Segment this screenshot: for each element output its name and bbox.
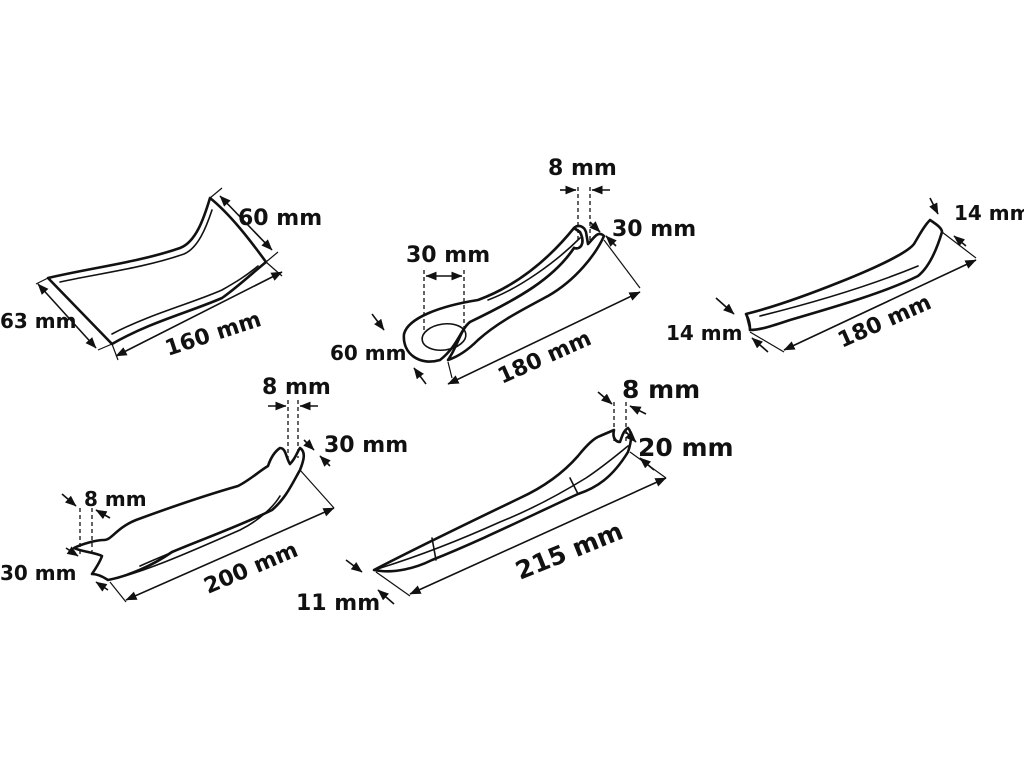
fork-left-end-label: 30 mm xyxy=(0,561,76,585)
eye-notch-label: 8 mm xyxy=(548,156,617,181)
flat-blade-tool: 14 mm 14 mm 180 mm xyxy=(666,197,1024,353)
long-fork-width-label: 20 mm xyxy=(638,433,734,462)
long-fork-length-dim xyxy=(409,477,667,595)
scraper-length-dim xyxy=(115,271,283,357)
fork-left-notch-label: 8 mm xyxy=(84,487,147,511)
eye-tip-label: 30 mm xyxy=(612,217,696,242)
scraper-height-dim xyxy=(37,283,97,349)
scraper-width-dim xyxy=(219,195,273,251)
fork-right-end-label: 30 mm xyxy=(324,433,408,458)
blade-length-dim xyxy=(783,259,977,351)
fork-right-notch-label: 8 mm xyxy=(262,375,331,400)
long-fork-length-label: 215 mm xyxy=(511,516,627,585)
fork-length-dim xyxy=(125,507,335,601)
long-fork-notch-label: 8 mm xyxy=(622,375,700,404)
long-fork-tool: 8 mm 20 mm 11 mm 215 mm xyxy=(296,375,734,616)
eye-tool: 8 mm 30 mm 30 mm 60 mm 180 mm xyxy=(330,156,696,389)
eye-length-dim xyxy=(447,291,641,385)
scraper-width-label: 60 mm xyxy=(238,206,322,231)
scraper-tool: 60 mm 63 mm 160 mm xyxy=(0,187,322,362)
fork-length-label: 200 mm xyxy=(201,538,302,600)
double-fork-tool: 8 mm 30 mm 8 mm 30 mm 200 mm xyxy=(0,375,408,603)
blade-end-label: 14 mm xyxy=(666,321,742,345)
scraper-height-label: 63 mm xyxy=(0,309,76,333)
eye-length-label: 180 mm xyxy=(494,326,595,389)
eye-width-label: 60 mm xyxy=(330,341,406,365)
eye-diameter-label: 30 mm xyxy=(406,243,490,268)
long-fork-tip-label: 11 mm xyxy=(296,591,380,616)
blade-tip-label: 14 mm xyxy=(954,201,1024,225)
